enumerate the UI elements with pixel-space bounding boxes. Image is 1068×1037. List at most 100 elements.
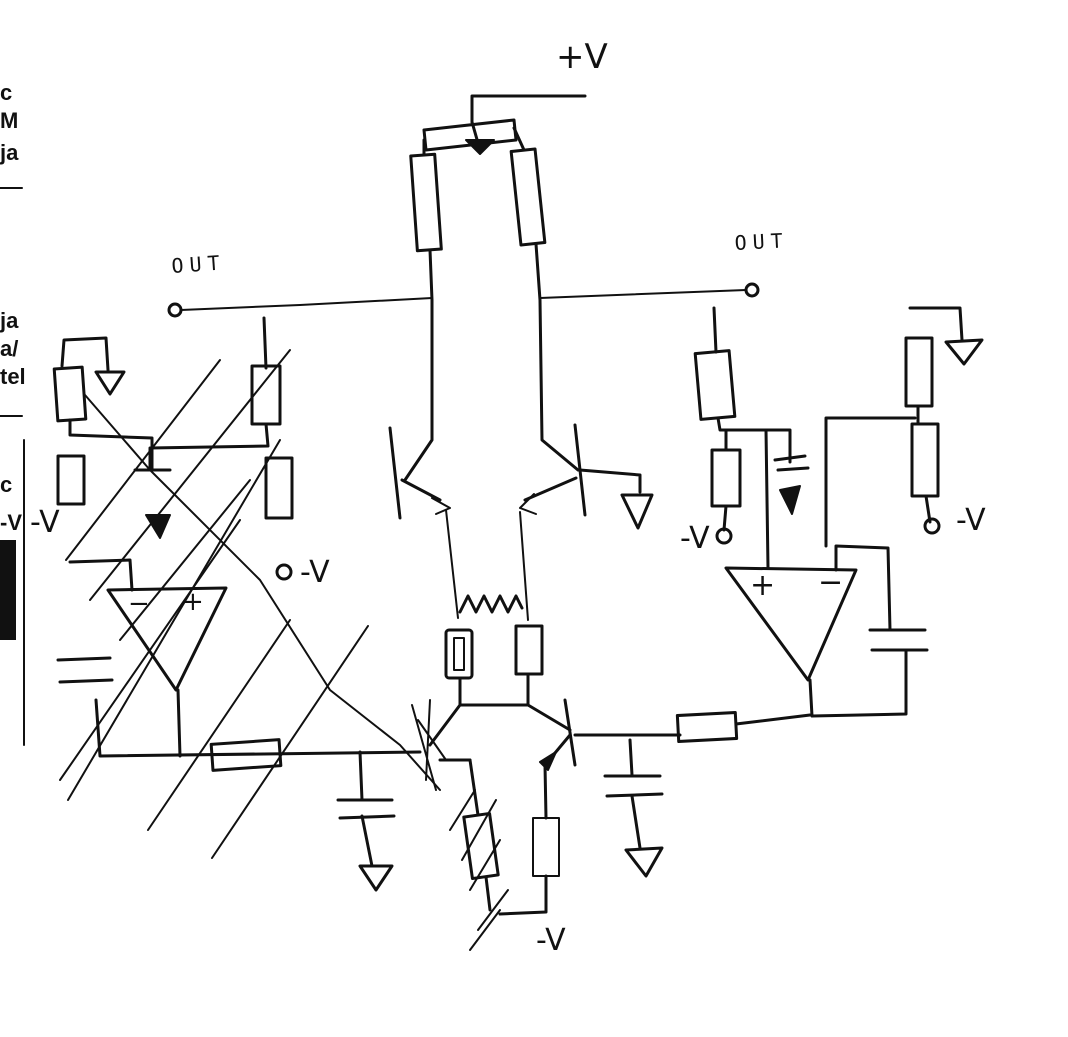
tail-wire [458, 672, 530, 707]
left-bottom-capacitor [336, 798, 396, 820]
emitter-wires [445, 509, 529, 621]
neg-v-far-right-label: -V [956, 503, 986, 538]
right-divider: -V [904, 306, 986, 538]
transistor-right-base-wire [578, 468, 642, 494]
neg-v-left-label: -V [30, 505, 60, 540]
pot-legs [422, 126, 526, 157]
opamp-left-feedback [68, 558, 134, 592]
edge-fragment: tel [0, 364, 26, 389]
divider-resistor-top [904, 336, 934, 408]
opamp-left-output [176, 688, 182, 758]
transistor-right-emitter [523, 476, 578, 502]
cross-hatch [411, 699, 447, 791]
collector-wire-left [403, 248, 434, 482]
bias-capacitor [773, 454, 810, 472]
opamp-left-minus: − [128, 589, 150, 619]
cross-hatch [449, 789, 509, 951]
neg-supply-terminal [275, 563, 293, 581]
left-resistor-bottom [56, 454, 86, 506]
cross-out-stroke [119, 479, 251, 641]
left-base-resistor [209, 738, 283, 772]
ground-icon [358, 864, 394, 892]
collector-resistors [403, 147, 580, 482]
left-resistor-right-bottom [264, 456, 294, 520]
ground-icon [94, 370, 126, 396]
tail-emitter-wire [498, 763, 548, 916]
divider-bottom-lead [924, 494, 932, 524]
out-right-label: OUT [734, 228, 789, 255]
cap-lead-bottom [630, 794, 642, 850]
bias-wire [712, 306, 718, 354]
edge-fragment: ja [0, 140, 19, 165]
edge-fragment: c [0, 80, 12, 105]
opamp-right: + − [724, 416, 929, 718]
tail-source: -V [428, 698, 812, 958]
edge-fragment: c [0, 472, 12, 497]
emitter-resistor-right [514, 624, 544, 676]
supply-wire [470, 94, 587, 124]
cross-out-stroke [89, 349, 291, 601]
collector-wire-right [534, 242, 580, 472]
bias-resistor-bottom [710, 448, 742, 508]
opamp-right-minus: − [818, 565, 843, 600]
opamp-left-body [106, 586, 228, 692]
outputs: OUT OUT [167, 228, 789, 318]
tail-feedback-wire [734, 713, 812, 726]
neg-v-mid-label: -V [300, 555, 330, 590]
feedback-capacitor [868, 628, 929, 652]
tail-transistor-base-bar [563, 698, 577, 767]
left-bias-wire [148, 422, 270, 472]
out-left-label: OUT [171, 250, 227, 278]
supply-negative-label: -V [536, 923, 566, 958]
cross-out-stroke [147, 619, 291, 831]
left-resistor-top [52, 365, 88, 423]
ground-icon [624, 846, 664, 878]
trim-pot-body [422, 118, 518, 152]
out-left-wire [180, 297, 433, 311]
left-resistor-right-top [250, 364, 282, 426]
cap-arrow-icon [779, 485, 801, 515]
tail-base-resistor [675, 711, 739, 743]
balance-spring-resistor [458, 594, 524, 614]
right-bias: -V [680, 306, 810, 570]
edge-dark-block [0, 540, 16, 640]
divider-top-wire [908, 306, 964, 342]
differential-pair [388, 423, 654, 707]
tail-emitter-arrow-icon [539, 751, 557, 771]
left-cap-lead-bottom [360, 814, 374, 868]
ground-icon [944, 338, 984, 366]
left-junction-wire [68, 418, 154, 472]
left-cap-lead [358, 750, 364, 802]
ground-icon [620, 493, 654, 530]
left-crossed-section: -V -V − + [30, 316, 441, 892]
divider-resistor-bottom [910, 422, 940, 498]
cross-out-stroke [84, 394, 441, 791]
opamp-right-body [724, 566, 858, 682]
bias-junction-wire [716, 416, 792, 464]
cross-out-stroke [59, 519, 241, 781]
crossed-resistor-leads [468, 758, 492, 912]
feedback-wire [834, 544, 892, 632]
left-top-wire [60, 336, 110, 372]
left-out-drop [262, 316, 268, 370]
edge-fragment: M [0, 108, 18, 133]
neg-supply-terminal [923, 517, 941, 535]
collector-resistor-left [409, 152, 443, 253]
tail-capacitor [603, 774, 664, 798]
tail-emitter-resistor [532, 817, 560, 877]
left-capacitor [56, 656, 114, 684]
supply-top: +V [422, 37, 608, 157]
edge-fragment: a/ [0, 336, 18, 361]
cross-out-stroke [65, 359, 221, 561]
opamp-output-wire [808, 648, 908, 718]
emitter-arrow-right-icon [519, 493, 537, 515]
crossed-tail [411, 699, 509, 951]
wiper-arrow-icon [465, 139, 495, 155]
opamp-plus-wire [764, 428, 770, 570]
left-bottom-wire [94, 698, 422, 758]
cross-out-stroke [67, 439, 281, 801]
emitter-resistor-left-inner [453, 637, 465, 671]
out-right-wire [539, 289, 747, 299]
bias-resistor-top [693, 349, 737, 421]
